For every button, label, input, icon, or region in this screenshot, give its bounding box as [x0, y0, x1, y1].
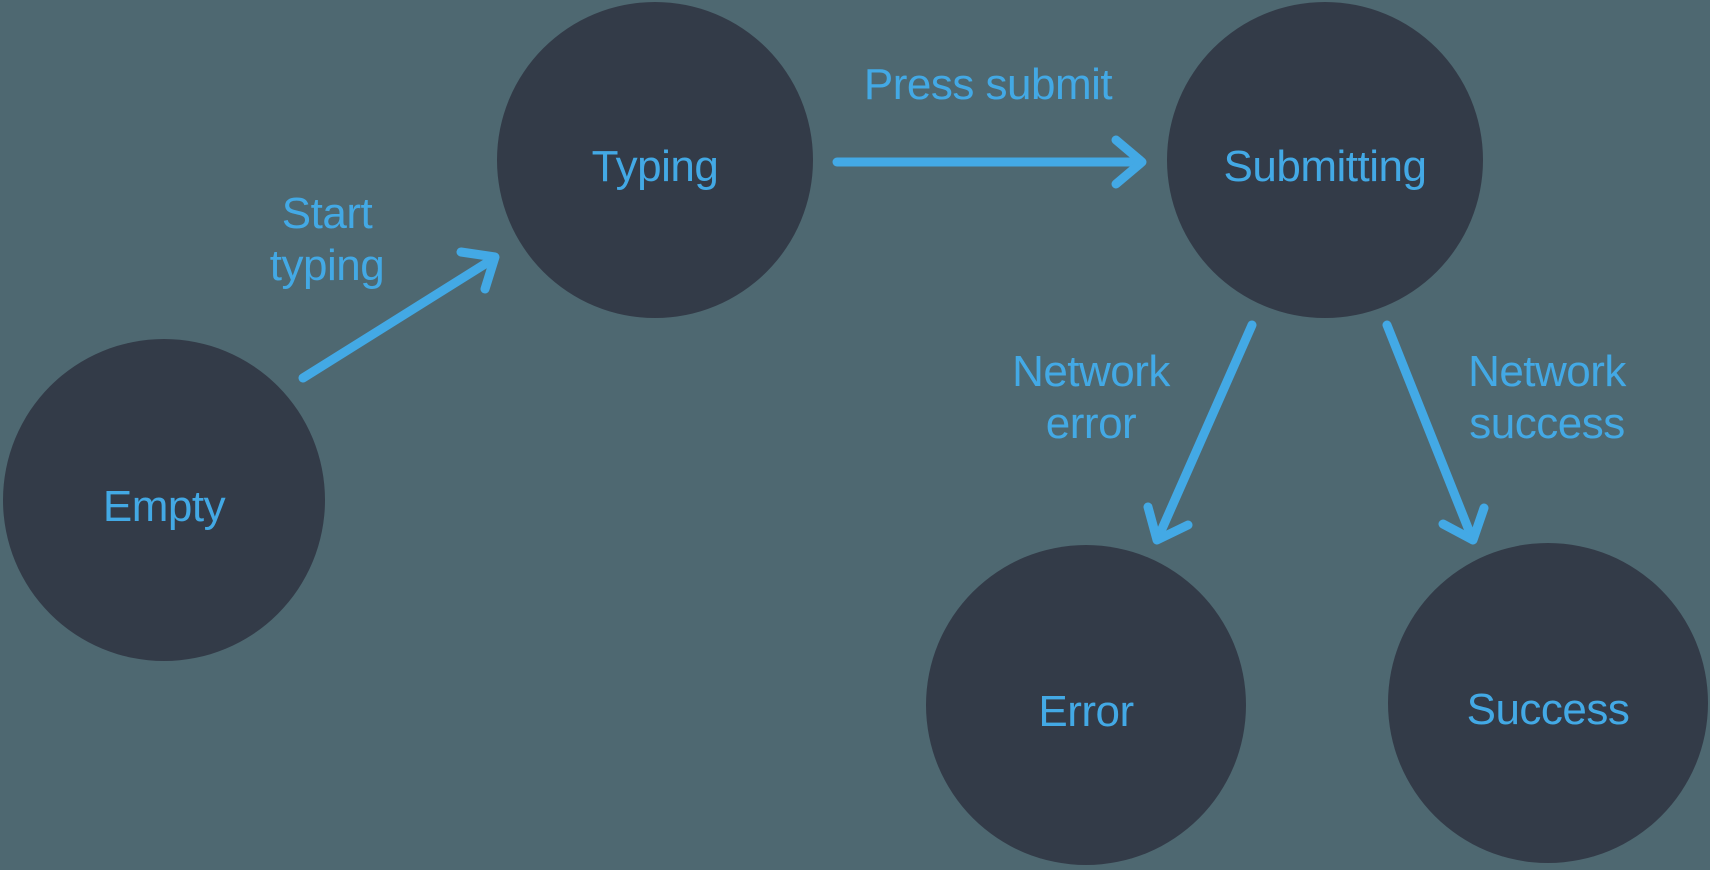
transition-label-network-success: Network success	[1468, 347, 1626, 448]
state-label-empty: Empty	[102, 482, 226, 531]
state-node-success: Success	[1388, 543, 1708, 863]
arrow-network-success	[1382, 320, 1489, 545]
arrow-start-typing	[298, 247, 500, 383]
state-label-success: Success	[1466, 685, 1630, 734]
arrow-press-submit	[832, 135, 1147, 189]
state-label-submitting: Submitting	[1223, 142, 1427, 191]
transition-label-start-typing: Start typing	[269, 189, 385, 290]
state-node-empty: Empty	[3, 339, 325, 661]
state-node-typing: Typing	[497, 2, 813, 318]
state-label-error: Error	[1038, 687, 1134, 736]
arrow-network-error	[1143, 320, 1257, 545]
state-node-submitting: Submitting	[1167, 2, 1483, 318]
state-label-typing: Typing	[591, 142, 719, 191]
transition-label-network-error: Network error	[1012, 347, 1170, 448]
state-node-error: Error	[926, 545, 1246, 865]
transition-label-press-submit: Press submit	[863, 60, 1113, 109]
